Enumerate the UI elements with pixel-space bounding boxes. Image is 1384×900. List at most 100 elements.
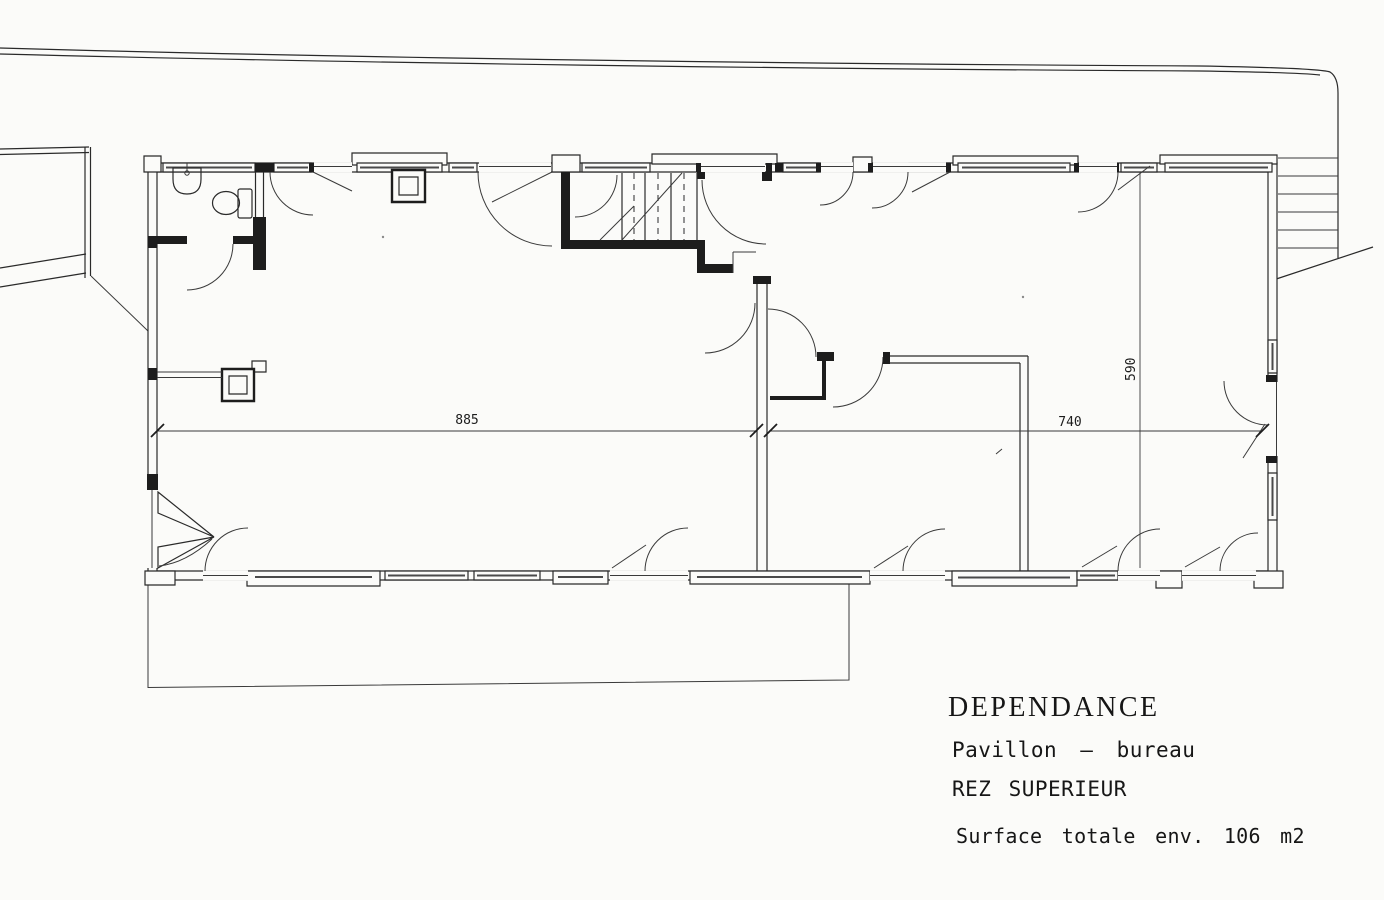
door-jamb: [817, 352, 834, 361]
door-leaf: [313, 172, 352, 191]
counter-edge: [157, 372, 222, 378]
sink-basin: [173, 168, 201, 194]
sink-plan-symbol: [173, 163, 201, 194]
wall-outer-face: [148, 163, 1277, 580]
toilet-bowl: [213, 192, 240, 215]
partition-line: [757, 284, 767, 571]
dimension-label-590: 590: [1124, 358, 1139, 381]
scan-speck: [381, 235, 385, 239]
door-opening: [314, 162, 352, 173]
door-leaf: [1185, 547, 1220, 567]
chimney-outer: [392, 170, 425, 202]
door-jamb: [946, 163, 951, 172]
left-wall-openings: [147, 236, 214, 568]
chimney-flue-symbol: [222, 361, 266, 401]
door-jamb: [147, 474, 158, 490]
door-leaf: [158, 537, 214, 568]
door-swing-arc: [903, 529, 945, 571]
corner-block: [145, 571, 175, 585]
door-swing-arc: [478, 172, 552, 246]
scan-speck: [996, 449, 1002, 454]
door-opening: [1079, 162, 1117, 173]
boundary-inner-line: [0, 54, 1320, 75]
door-jamb: [868, 163, 873, 172]
bathroom: [157, 163, 266, 290]
door-jamb: [696, 163, 701, 172]
door-leaf: [1082, 546, 1117, 567]
door-opening: [701, 162, 765, 173]
stair-wall: [561, 172, 570, 248]
door-swing-arc: [1078, 172, 1118, 212]
scan-speck: [1021, 295, 1025, 299]
central-partition-wall: [705, 276, 883, 571]
toilet-tank: [238, 189, 252, 218]
door-swing-arc: [702, 180, 766, 244]
door-leaf: [1243, 424, 1265, 458]
corner-block: [1254, 571, 1283, 588]
door-jamb: [1266, 375, 1277, 382]
right-wall-openings: [1224, 340, 1278, 520]
wall-pier: [148, 236, 157, 248]
neighbor-structure: [0, 147, 148, 331]
toilet-plan-symbol: [213, 189, 253, 218]
stair-winder-line: [622, 173, 682, 240]
door-swing-arc: [820, 172, 853, 205]
dimension-label-740: 740: [1058, 415, 1081, 430]
surface-area-label: Surface totale env. 106 m2: [956, 824, 1305, 848]
door-swing-arc: [270, 172, 313, 215]
chimney-outer: [222, 369, 254, 401]
boundary-outer-line: [0, 48, 1338, 258]
door-swing-arc: [205, 528, 248, 571]
door-swing-arc-symbol: [270, 162, 1150, 246]
stair-winder-line: [600, 206, 634, 240]
door-swing-arc: [833, 357, 883, 407]
chimney-inner: [229, 376, 247, 394]
neighbor-connector-line: [91, 276, 148, 331]
partition-cap: [753, 276, 771, 284]
door-jamb: [1074, 163, 1079, 172]
stair-wall: [561, 240, 705, 249]
dimension-tick: [764, 424, 777, 437]
neighbor-wall-right: [85, 147, 91, 278]
wall-pier: [775, 163, 783, 172]
door-swing-arc: [768, 309, 816, 357]
bathroom-wall-solid: [233, 236, 266, 244]
stair-step-wall: [697, 249, 705, 270]
chimney-inner: [399, 177, 418, 195]
floor-level-label: REZ SUPERIEUR: [952, 777, 1127, 801]
dimension-label-885: 885: [455, 413, 478, 428]
interior-room-walls: [883, 352, 1028, 571]
door-opening: [479, 162, 551, 173]
door-swing-arc: [705, 303, 755, 353]
door-jamb: [762, 172, 772, 181]
door-swing-arc-symbol: [203, 528, 1258, 581]
window-sill: [247, 571, 380, 586]
window-double-line-symbol: [163, 163, 1272, 172]
wall-pier: [148, 368, 157, 380]
room-wall-right: [1020, 356, 1028, 571]
chimney-flue-symbol: [392, 170, 425, 202]
door-leaf: [492, 172, 552, 202]
dimension-tick: [750, 424, 763, 437]
stair-wall: [697, 172, 705, 179]
door-opening: [1267, 382, 1278, 456]
door-leaf: [1118, 166, 1150, 190]
building-name-label: DEPENDANCE: [948, 692, 1160, 723]
terrace-outline-symbol: [148, 581, 849, 688]
door-jamb: [816, 163, 821, 172]
door-opening: [873, 162, 946, 173]
dimension-tick: [151, 424, 164, 437]
door-leaf: [158, 492, 214, 537]
dimension-annotations: 885 740 590: [151, 172, 1269, 568]
staircase-treads-symbol: [561, 172, 772, 273]
neighbor-wall-diagonal: [0, 254, 86, 287]
site-boundary-line: [0, 48, 1338, 258]
bottom-wall-openings: [145, 528, 1283, 588]
door-jamb: [766, 163, 772, 172]
door-leaf: [874, 546, 908, 568]
wall-pier: [255, 163, 274, 172]
door-swing-arc: [159, 539, 212, 566]
door-swing-arc: [1118, 529, 1160, 571]
door-jamb: [883, 352, 890, 364]
